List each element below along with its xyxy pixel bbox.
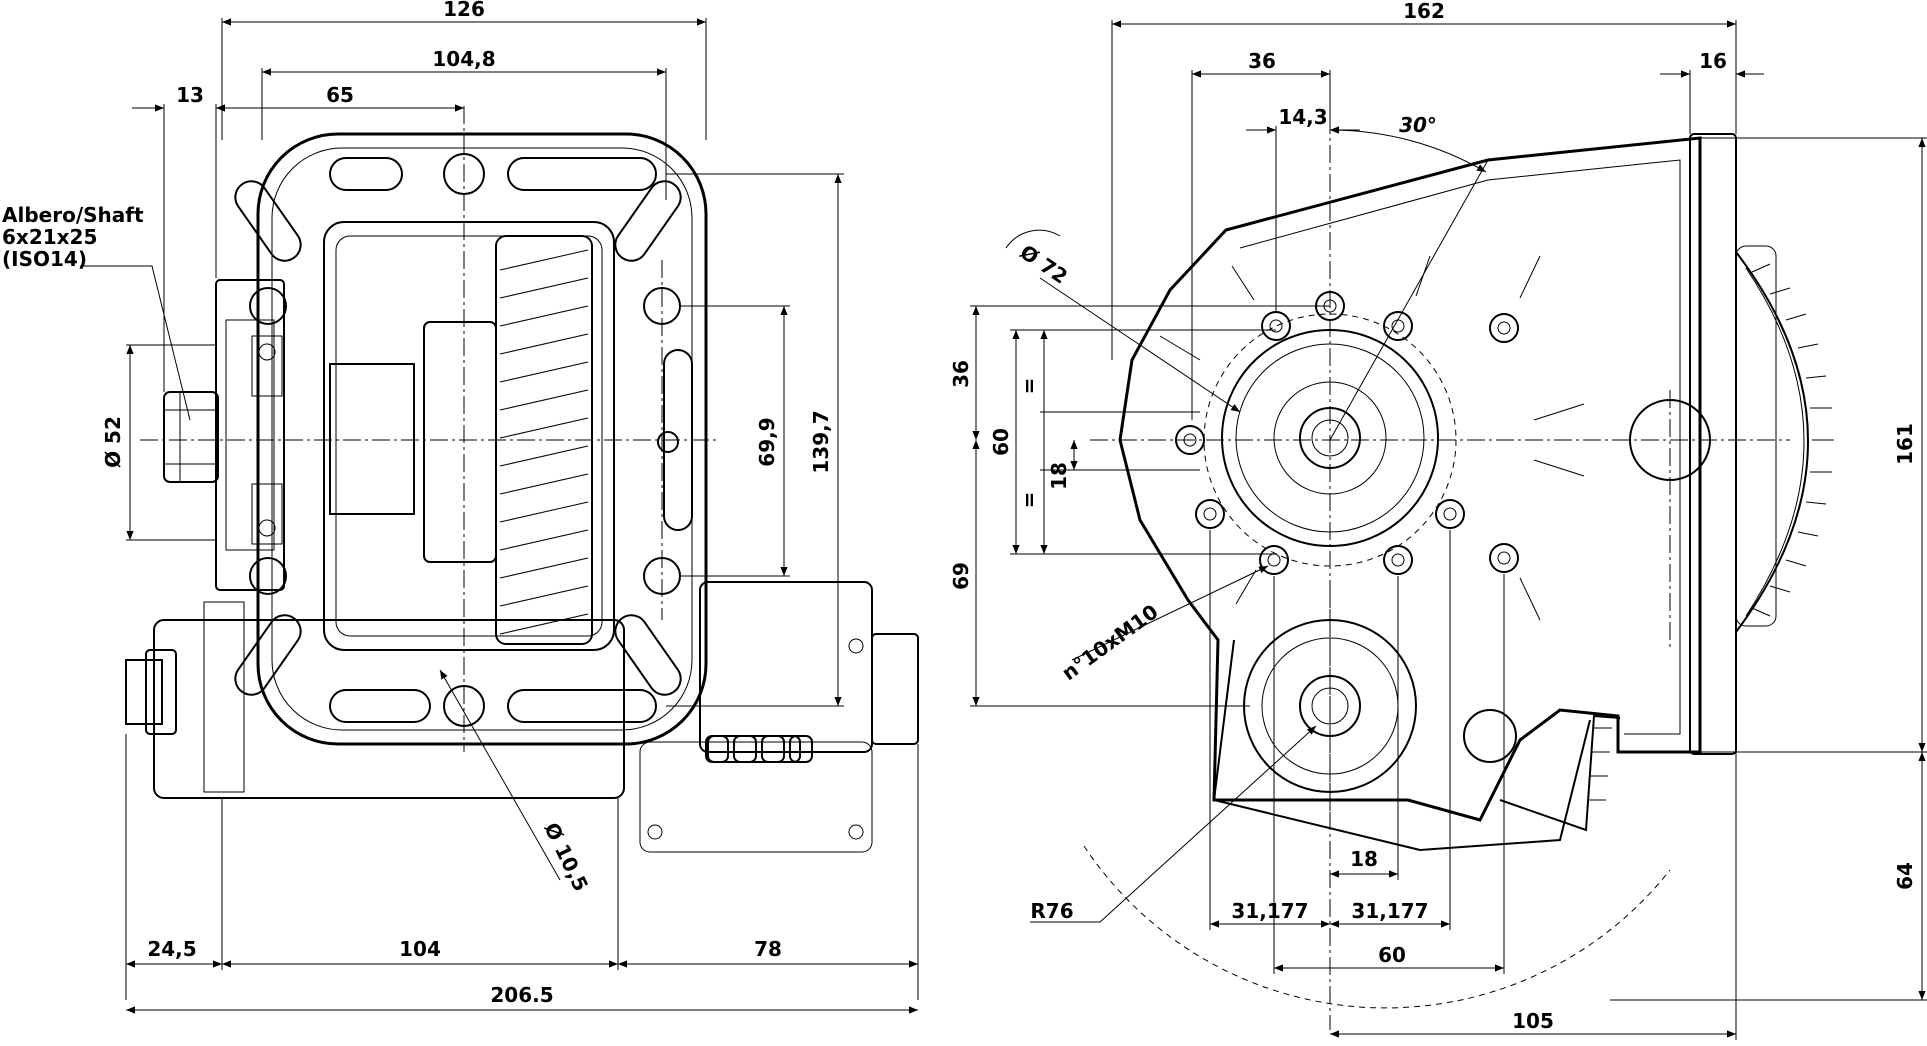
dim-69-9: 69,9 xyxy=(755,417,779,466)
front-view: 126 104,8 65 13 Albero/Shaft 6x21x25 (IS… xyxy=(2,0,919,1014)
equal-mark-top: = xyxy=(1017,378,1041,395)
dim-14-3: 14,3 xyxy=(1278,105,1327,129)
dim-126: 126 xyxy=(443,0,485,21)
dim-13: 13 xyxy=(176,83,204,107)
equal-mark-bottom: = xyxy=(1017,492,1041,509)
dim-104: 104 xyxy=(399,937,441,961)
dim-18-bottom: 18 xyxy=(1350,847,1378,871)
dim-105: 105 xyxy=(1512,1009,1554,1033)
dim-60-bottom: 60 xyxy=(1378,943,1406,967)
side-flange xyxy=(1689,133,1737,755)
shaft-leader xyxy=(80,265,191,421)
side-view: 162 36 14,3 30° 16 Ø 72 36 60 xyxy=(949,0,1927,1040)
lower-body xyxy=(125,601,625,799)
dim-vertical-36: 36 xyxy=(949,360,973,388)
hydraulic-motor xyxy=(639,581,919,853)
dim-161: 161 xyxy=(1893,423,1917,465)
shaft-housing xyxy=(163,279,285,591)
input-shaft xyxy=(163,391,219,483)
dim-vertical-18: 18 xyxy=(1047,462,1071,490)
radius-arc xyxy=(1083,845,1671,1009)
dim-139-7: 139,7 xyxy=(809,410,833,473)
dim-64: 64 xyxy=(1893,862,1917,890)
dim-vertical-69: 69 xyxy=(949,562,973,590)
shaft-note-line2: 6x21x25 xyxy=(2,225,97,249)
dim-78: 78 xyxy=(754,937,782,961)
dim-31-177-left: 31,177 xyxy=(1231,899,1308,923)
dim-162: 162 xyxy=(1403,0,1445,23)
dim-vertical-60: 60 xyxy=(989,428,1013,456)
pto-housing xyxy=(1118,136,1702,822)
dim-104-8: 104,8 xyxy=(432,47,495,71)
threaded-holes-note: n°10xM10 xyxy=(1057,600,1162,686)
dim-r76: R76 xyxy=(1030,899,1073,923)
crown-gear xyxy=(1735,251,1809,633)
dim-shaft-diameter: Ø 52 xyxy=(101,416,125,468)
dim-diameter-72: Ø 72 xyxy=(1016,240,1072,289)
dim-angle-30: 30° xyxy=(1399,113,1437,137)
dim-16: 16 xyxy=(1699,49,1727,73)
dim-206-5: 206.5 xyxy=(490,983,553,1007)
gear-housing xyxy=(323,221,615,651)
shaft-note-line3: (ISO14) xyxy=(2,247,87,271)
mounting-flange xyxy=(234,132,708,746)
shaft-note-line1: Albero/Shaft xyxy=(2,203,144,227)
bearing-block xyxy=(329,363,415,515)
dim-hole-diameter: Ø 10,5 xyxy=(539,819,593,895)
dim-36-top: 36 xyxy=(1248,49,1276,73)
dim-65: 65 xyxy=(326,83,354,107)
dim-31-177-right: 31,177 xyxy=(1351,899,1428,923)
dim-24-5: 24,5 xyxy=(147,937,196,961)
